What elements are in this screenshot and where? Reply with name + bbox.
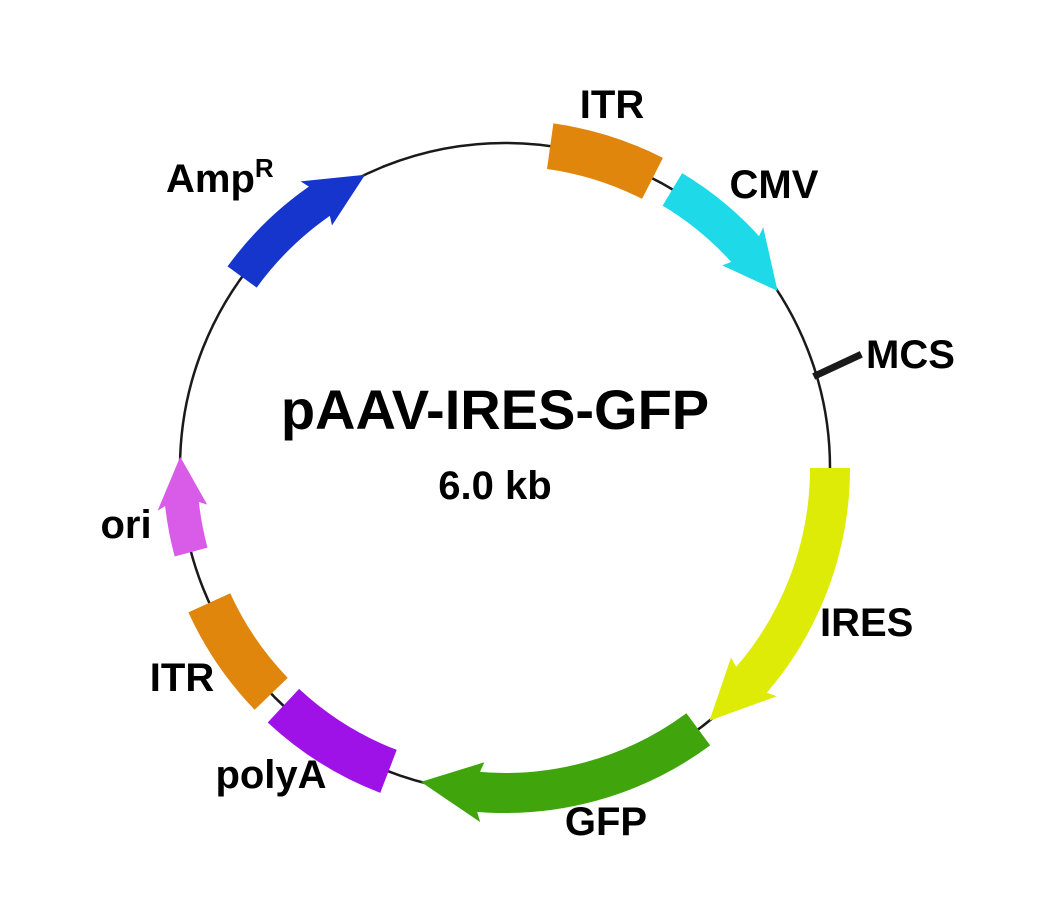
feature-itr-6-block	[188, 592, 289, 710]
feature-cmv-1-body	[662, 173, 765, 268]
feature-mcs-2-tick-line	[812, 351, 863, 380]
feature-label-itr-6: ITR	[150, 656, 215, 700]
feature-label-ampr-8: AmpR	[166, 153, 274, 201]
feature-label-itr-0: ITR	[580, 83, 645, 127]
feature-label-ori-7: ori	[100, 503, 151, 547]
feature-ampr-8-body	[227, 181, 336, 288]
features-layer	[157, 123, 863, 823]
feature-label-cmv-1: CMV	[730, 163, 819, 207]
feature-ori-7-body	[164, 494, 208, 557]
plasmid-size-text: 6.0 kb	[438, 464, 551, 508]
feature-ampr-8-arrowhead	[300, 174, 366, 226]
feature-ori-7-arrowhead	[157, 456, 208, 511]
feature-gfp-4-arrowhead	[420, 762, 485, 823]
plasmid-name-text: pAAV-IRES-GFP	[281, 378, 709, 441]
feature-label-mcs-2: MCS	[866, 333, 955, 377]
feature-label-polya-5: polyA	[215, 753, 326, 797]
feature-labels-layer: ITR CMV MCS IRES GFP polyA ITR ori AmpR	[100, 83, 954, 844]
feature-cmv-1-arrowhead	[722, 227, 778, 291]
feature-ires-3-body	[731, 467, 850, 699]
feature-ires-3-arrowhead	[709, 657, 777, 721]
feature-label-gfp-4: GFP	[565, 800, 647, 844]
center-label: pAAV-IRES-GFP 6.0 kb	[281, 378, 709, 508]
feature-itr-0-block	[546, 123, 663, 200]
feature-gfp-4-body	[468, 713, 711, 813]
feature-polya-5-block	[267, 688, 398, 793]
feature-label-ires-3: IRES	[820, 601, 913, 645]
